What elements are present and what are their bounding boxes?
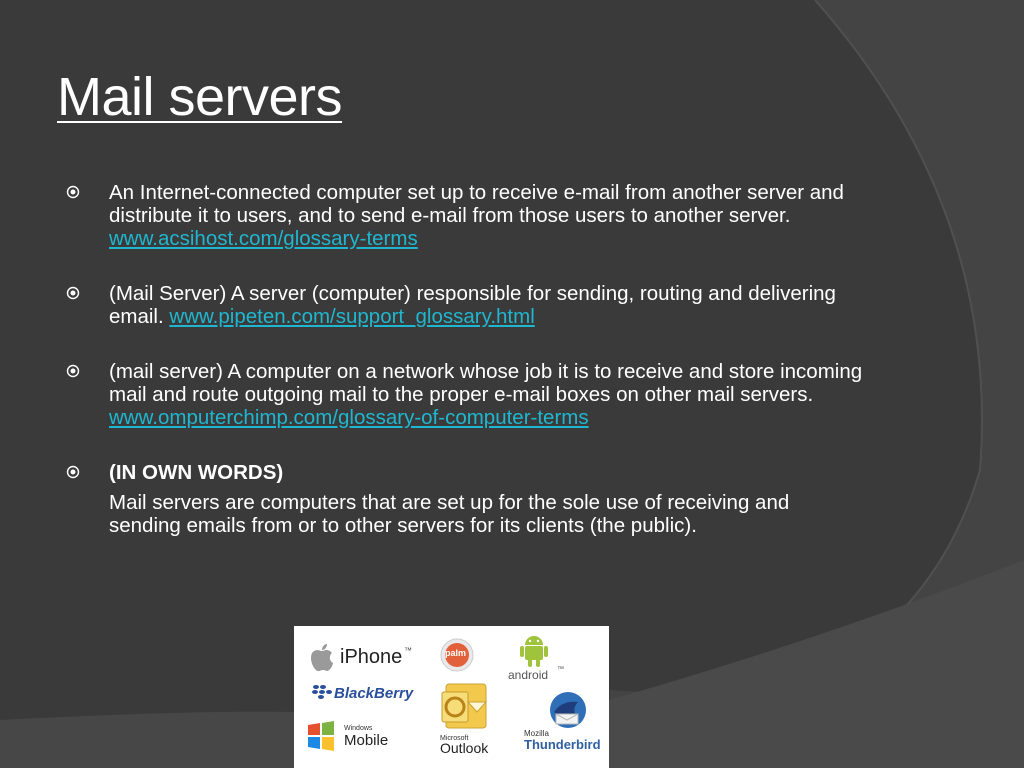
blackberry-dots-icon: [312, 685, 332, 699]
windows-small-text: Windows: [344, 725, 373, 732]
trademark-text: ™: [404, 646, 412, 655]
list-item: (IN OWN WORDS) Mail servers are computer…: [66, 461, 866, 537]
microsoft-small-text: Microsoft: [440, 735, 469, 742]
reference-link[interactable]: www.omputerchimp.com/glossary-of-compute…: [109, 406, 589, 429]
outlook-icon: [441, 683, 488, 729]
thunderbird-logo-text: Thunderbird: [524, 737, 601, 752]
slide-title: Mail servers: [57, 67, 343, 127]
bullet-text: (Mail Server) A server (computer) respon…: [109, 282, 836, 328]
bullet-text: Mail servers are computers that are set …: [109, 491, 790, 537]
palm-logo-text: palm: [445, 648, 467, 658]
bullet-text: An Internet-connected computer set up to…: [109, 181, 844, 227]
outlook-logo-text: Outlook: [440, 740, 489, 756]
bullet-heading: (IN OWN WORDS): [109, 461, 284, 484]
target-bullet-icon: [66, 185, 80, 199]
reference-link[interactable]: www.pipeten.com/support_glossary.html: [169, 305, 535, 328]
thunderbird-icon: [550, 692, 586, 728]
target-bullet-icon: [66, 364, 80, 378]
bullet-text: (mail server) A computer on a network wh…: [109, 360, 863, 406]
trademark-text: ™: [557, 666, 564, 673]
windows-flag-icon: [308, 721, 334, 751]
blackberry-logo-text: BlackBerry: [334, 685, 414, 702]
target-bullet-icon: [66, 465, 80, 479]
bullet-list: An Internet-connected computer set up to…: [66, 181, 866, 558]
mobile-logo-text: Mobile: [344, 732, 389, 749]
list-item: An Internet-connected computer set up to…: [66, 181, 866, 250]
apple-icon: [311, 644, 333, 672]
email-clients-logo-image: iPhone ™ palm android ™ BlackBerry Micro…: [294, 626, 609, 768]
mozilla-small-text: Mozilla: [524, 729, 549, 738]
reference-link[interactable]: www.acsihost.com/glossary-terms: [109, 227, 418, 250]
palm-logo-icon: [440, 638, 474, 672]
android-logo-text: android: [508, 668, 549, 682]
list-item: (mail server) A computer on a network wh…: [66, 360, 866, 429]
iphone-logo-text: iPhone: [340, 646, 403, 668]
android-robot-icon: [520, 636, 548, 667]
target-bullet-icon: [66, 286, 80, 300]
list-item: (Mail Server) A server (computer) respon…: [66, 282, 866, 328]
